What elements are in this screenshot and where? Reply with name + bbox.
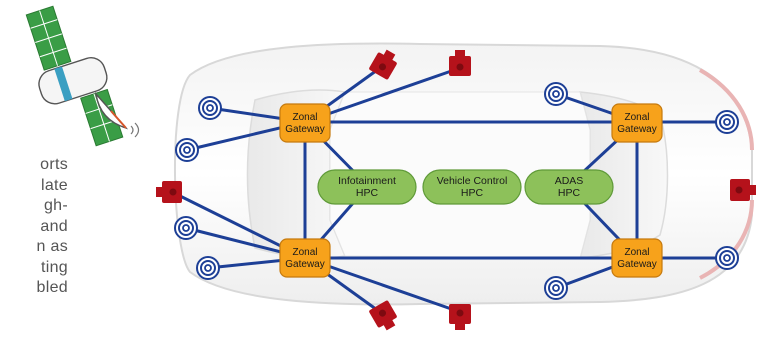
hpc-adas: ADAS HPC (524, 169, 614, 205)
radar-sensor-icon (196, 256, 220, 280)
zonal-gateway-rear-right: Zonal Gateway (611, 238, 663, 278)
radar-sensor-icon (544, 82, 568, 106)
hpc-label: Infotainment (338, 175, 396, 187)
text-fragment: orts (40, 156, 68, 173)
text-fragment: and (40, 217, 68, 235)
gateway-label: Zonal (624, 247, 649, 258)
radar-sensor-icon (198, 96, 222, 120)
radar-sensor-icon (175, 138, 199, 162)
satellite-icon (25, 5, 140, 147)
zonal-gateway-front-right: Zonal Gateway (611, 103, 663, 143)
camera-icon (156, 181, 182, 203)
gateway-label: Zonal (292, 112, 317, 123)
gateway-label: Gateway (617, 259, 656, 270)
radar-sensor-icon (544, 276, 568, 300)
text-fragment: bled (36, 279, 68, 296)
zonal-gateway-rear-left: Zonal Gateway (279, 238, 331, 278)
text-fragment: n as (36, 238, 68, 255)
zonal-gateway-front-left: Zonal Gateway (279, 103, 331, 143)
camera-icon (449, 304, 471, 330)
hpc-infotainment: Infotainment HPC (317, 169, 417, 205)
radar-sensor-icon (715, 246, 739, 270)
cropped-paragraph: orts late gh- and n as ting bled (0, 155, 68, 299)
gateway-label: Gateway (285, 124, 324, 135)
radar-sensor-icon (715, 110, 739, 134)
hpc-label: HPC (356, 187, 379, 199)
hpc-vehicle-control: Vehicle Control HPC (422, 169, 522, 205)
text-fragment: ting (41, 258, 68, 276)
hpc-label: HPC (558, 187, 581, 199)
text-fragment: late (41, 176, 68, 194)
radar-sensor-icon (174, 216, 198, 240)
hpc-label: HPC (461, 187, 484, 199)
hpc-label: ADAS (555, 175, 584, 187)
gateway-label: Gateway (285, 259, 324, 270)
gateway-label: Zonal (624, 112, 649, 123)
hpc-label: Vehicle Control (437, 175, 508, 187)
gateway-label: Gateway (617, 124, 656, 135)
gateway-label: Zonal (292, 247, 317, 258)
text-fragment: gh- (43, 197, 68, 214)
